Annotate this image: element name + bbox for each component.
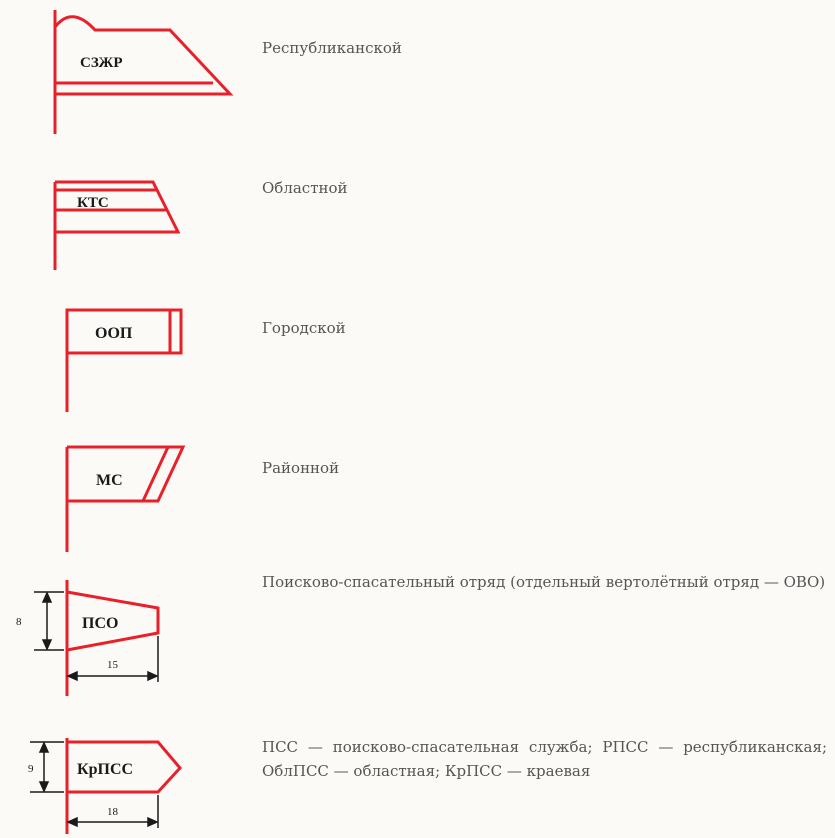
flag-description: Поисково-спасательный отряд (отдельный в…: [262, 573, 826, 591]
flag-description: Районной: [262, 459, 340, 477]
dimension-height-label: 8: [16, 616, 22, 628]
flag-icon-oop: ООП: [65, 308, 183, 412]
flag-code: КТС: [77, 195, 109, 211]
flag-icon-ms: МС: [65, 445, 186, 552]
flag-description: Городской: [262, 319, 346, 337]
flag-description: Республиканской: [262, 39, 402, 57]
flag-code: ПСО: [82, 615, 118, 632]
flag-icon-krpss: 9 18 КрПСС: [28, 738, 182, 834]
flag-description: Областной: [262, 179, 348, 197]
flag-description: ПСС — поисково-спасательная служба; РПСС…: [262, 738, 827, 780]
dimension-height-label: 9: [28, 763, 34, 775]
flag-code: СЗЖР: [80, 55, 123, 71]
dimension-width-label: 18: [107, 806, 119, 818]
flag-icon-pso: 8 15 ПСО: [16, 580, 160, 696]
flag-icon-kts: КТС: [53, 180, 181, 270]
flag-code: ООП: [95, 325, 133, 342]
flag-icon-szhr: СЗЖР: [53, 10, 234, 134]
flag-code: КрПСС: [77, 761, 133, 778]
dimension-width-label: 15: [107, 659, 119, 671]
flag-code: МС: [96, 472, 123, 489]
